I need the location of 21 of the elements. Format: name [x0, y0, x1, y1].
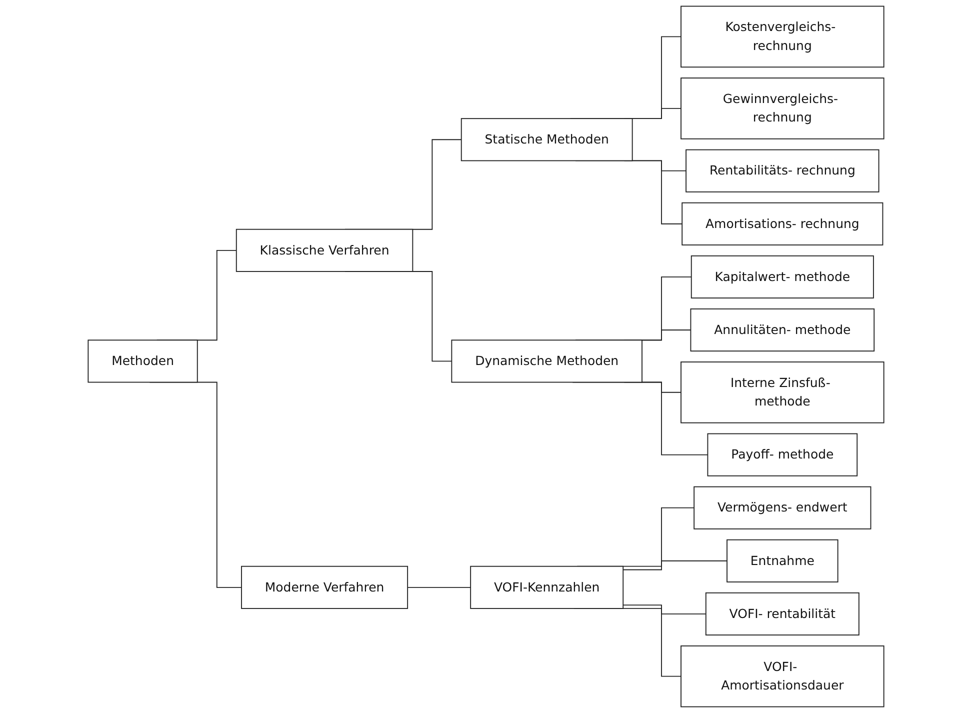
node-box: VOFI- Amortisationsdauer	[680, 645, 884, 708]
node-box: Gewinnvergleichs- rechnung	[680, 78, 884, 140]
node-box: VOFI- rentabilität	[705, 592, 860, 636]
node-box: Statische Methoden	[460, 118, 633, 162]
node-box: Entnahme	[726, 539, 838, 582]
connector	[622, 604, 706, 614]
node-box: Kostenvergleichs- rechnung	[680, 6, 884, 68]
node-box: Amortisations- rechnung	[682, 202, 884, 246]
node-box: Methoden	[88, 340, 198, 383]
node-box: Interne Zinsfuß- methode	[680, 362, 884, 424]
node-box: Kapitalwert- methode	[690, 255, 874, 298]
node-box: Dynamische Methoden	[451, 340, 642, 383]
connector	[622, 560, 728, 570]
connector	[407, 586, 472, 588]
node-box: VOFI-Kennzahlen	[470, 566, 624, 609]
node-box: Annulitäten- methode	[690, 308, 875, 352]
node-box: Payoff- methode	[707, 433, 858, 476]
node-box: Vermögens- endwert	[694, 486, 872, 530]
node-box: Rentabilitäts- rechnung	[686, 149, 880, 192]
node-box: Moderne Verfahren	[241, 566, 408, 609]
node-box: Klassische Verfahren	[236, 228, 414, 272]
